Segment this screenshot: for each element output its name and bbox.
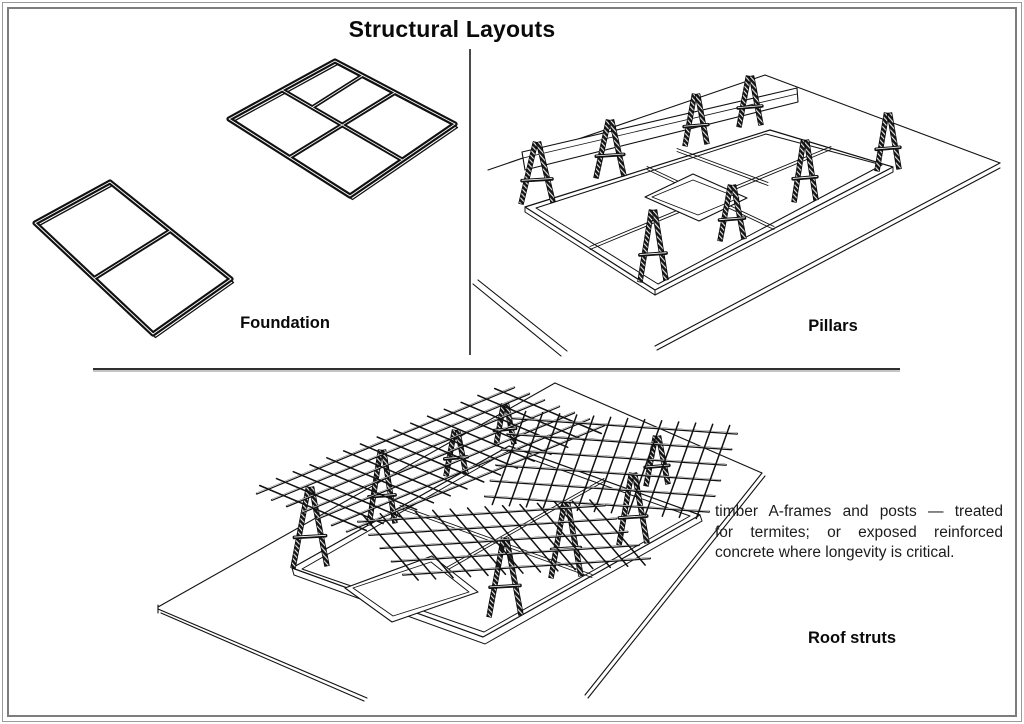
pillars-label: Pillars <box>808 317 858 335</box>
vertical-divider <box>469 49 471 355</box>
annotation-line: concrete where longevity is critical. <box>715 544 955 561</box>
annotation-line: for termites; or exposed reinforced <box>715 523 1003 541</box>
foundation-label: Foundation <box>240 314 330 332</box>
page-title: Structural Layouts <box>348 16 556 42</box>
annotation-line: timber A-frames and posts — treated <box>715 503 1003 520</box>
horizontal-divider <box>93 368 900 370</box>
annotation-text: timber A-frames and posts — treated for … <box>715 502 1003 564</box>
roof-struts-label: Roof struts <box>808 629 896 647</box>
